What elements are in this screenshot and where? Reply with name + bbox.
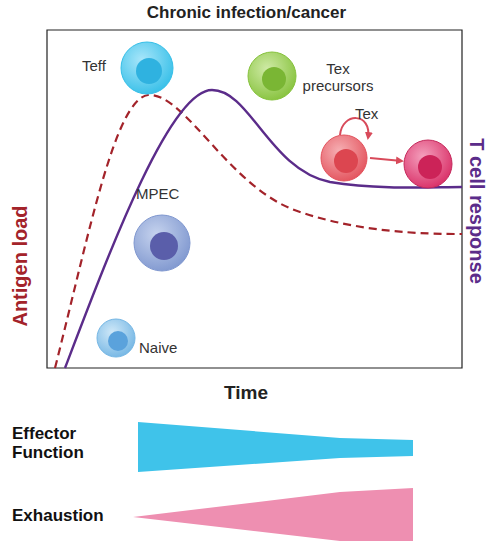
exhausted-cell [404, 140, 452, 188]
axis-label: T cell response [466, 91, 488, 331]
exhaustion-wedge [133, 488, 413, 541]
cell-shape [119, 40, 175, 96]
memory-precursor-cell: MPEC [132, 213, 192, 273]
cell-shape [319, 133, 369, 183]
plot-frame [47, 30, 462, 368]
cell-label: Tex precursors [296, 61, 380, 94]
cell-shape [95, 317, 137, 359]
exhausted-cell: Tex [319, 133, 369, 183]
cell-shape [246, 50, 298, 102]
cell-label: Tex [355, 106, 395, 123]
precursor-cell: Tex precursors [246, 50, 298, 102]
cell-label: Naive [139, 340, 189, 357]
cell-label: MPEC [136, 186, 196, 203]
naive-cell: Naive [95, 317, 137, 359]
cell-shape [132, 213, 192, 273]
cell-label: Teff [82, 58, 122, 75]
antigen-curve [55, 95, 462, 368]
effector-cell: Teff [119, 40, 175, 96]
tcell-curve [65, 90, 462, 368]
differentiation-arrow [370, 158, 402, 161]
axis-label: Time [196, 383, 296, 404]
gradient-label: Exhaustion [12, 507, 132, 526]
gradient-label: Effector Function [12, 425, 124, 462]
cell-nucleus [418, 155, 442, 179]
effector-wedge [138, 422, 413, 472]
chart-title: Chronic infection/cancer [0, 4, 493, 23]
axis-label: Antigen load [9, 151, 31, 381]
